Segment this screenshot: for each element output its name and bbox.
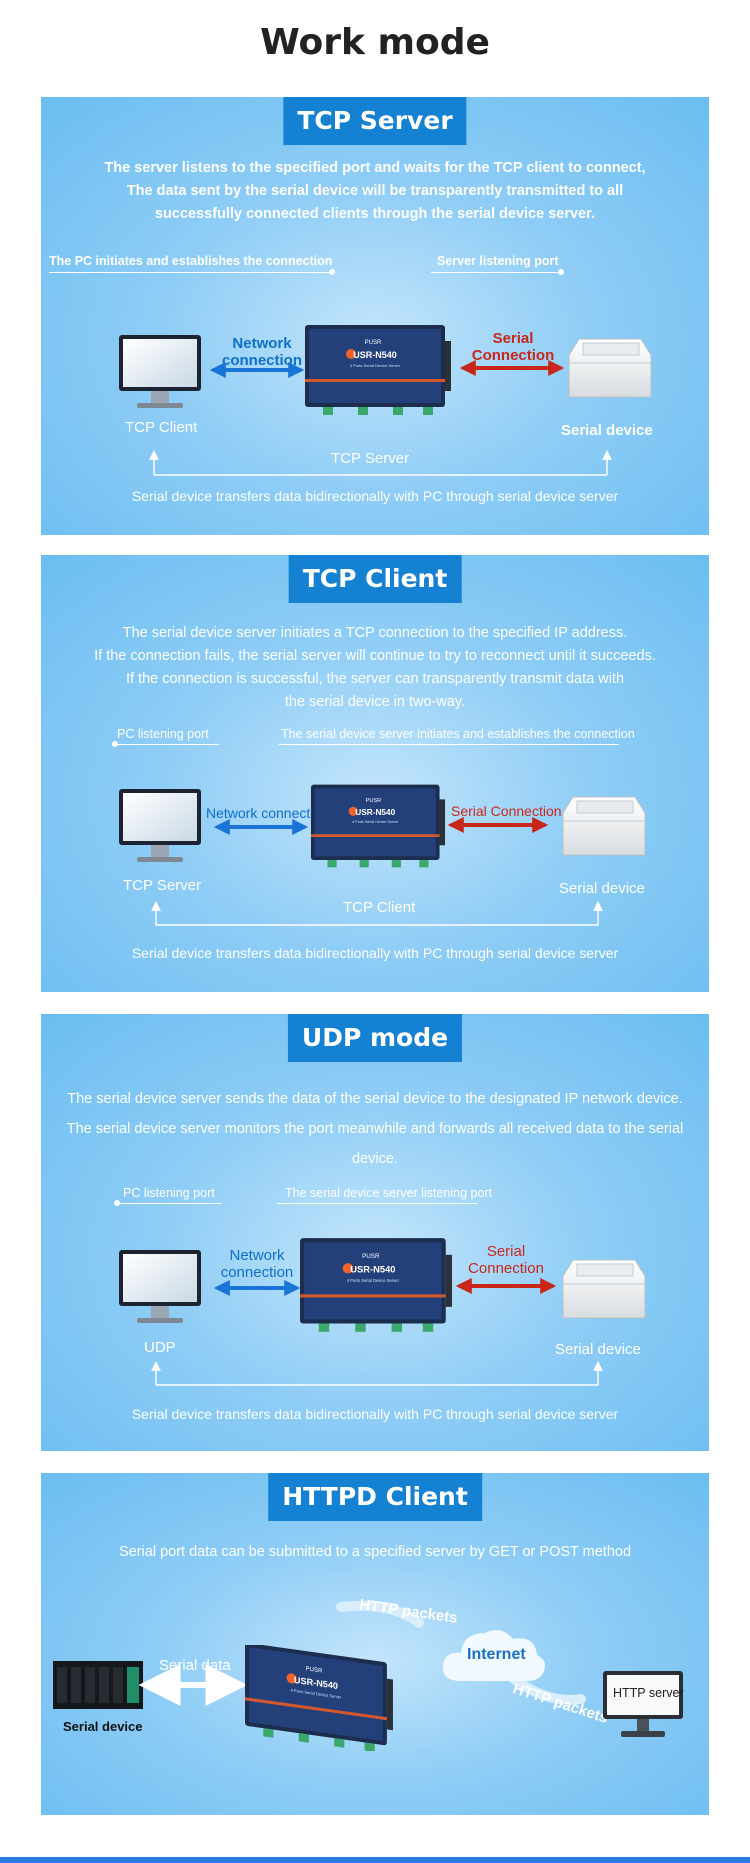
- tag-dot: [329, 269, 335, 275]
- device-server-icon: PUSR USR-N540 4 Ports Serial Device Serv…: [245, 1645, 393, 1751]
- desc-line: The serial device server monitors the po…: [66, 1121, 684, 1167]
- httpd-title: HTTPD Client: [268, 1473, 482, 1521]
- device-model: USR-N540: [353, 350, 397, 360]
- serial-device-label: Serial device: [559, 880, 645, 897]
- serial-device-plc-icon: [53, 1661, 143, 1709]
- tag-dot: [558, 269, 564, 275]
- serial-word: Serial: [492, 330, 534, 347]
- internet-label: Internet: [467, 1646, 526, 1663]
- network-arrow: [151, 817, 603, 926]
- udp-description: The serial device server sends the data …: [51, 1084, 699, 1174]
- udp-panel: UDP mode The serial device server sends …: [41, 1014, 709, 1451]
- device-model: USR-N540: [355, 808, 395, 817]
- bottom-bar: [0, 1857, 750, 1863]
- tag-underline: [115, 744, 219, 745]
- httpd-description: Serial port data can be submitted to a s…: [118, 1544, 632, 1560]
- desc-line: the serial device in two-way.: [284, 694, 466, 710]
- pc-initiates-tag: The PC initiates and establishes the con…: [49, 254, 333, 268]
- serial-printer-icon: [562, 796, 646, 856]
- serial-word: Serial: [486, 1243, 526, 1260]
- device-server-icon: PUSR USR-N540 4 Ports Serial Device Serv…: [300, 1238, 452, 1332]
- server-listening-tag: The serial device server listening port: [285, 1186, 493, 1200]
- tag-underline: [431, 272, 561, 273]
- device-subtitle: 4 Ports Serial Device Server: [352, 820, 399, 824]
- desc-line: The serial device server sends the data …: [67, 1091, 683, 1107]
- tcp-server-bottom-text: Serial device transfers data bidirection…: [131, 488, 619, 504]
- serial-printer-icon: [568, 338, 652, 398]
- udp-bottom-text: Serial device transfers data bidirection…: [131, 1406, 619, 1422]
- desc-line: The serial device server initiates a TCP…: [122, 625, 628, 641]
- pc-listening-tag: PC listening port: [117, 727, 209, 741]
- desc-line: successfully connected clients through t…: [154, 206, 595, 222]
- tcp-server-label: TCP Server: [123, 877, 202, 894]
- page-title: Work mode: [260, 22, 490, 63]
- serial-device-label: Serial device: [63, 1719, 143, 1734]
- desc-line: The server listens to the specified port…: [104, 160, 646, 176]
- connection-word: Connection: [471, 347, 555, 364]
- tcp-client-panel: TCP Client The serial device server init…: [41, 555, 709, 992]
- tcp-server-description: The server listens to the specified port…: [51, 157, 699, 226]
- tag-dot: [114, 1200, 120, 1206]
- tcp-client-label: TCP Client: [125, 419, 198, 436]
- device-model: USR-N540: [350, 1265, 395, 1275]
- device-brand: PUSR: [366, 798, 381, 804]
- udp-label: UDP: [144, 1339, 176, 1356]
- device-brand: PUSR: [362, 1253, 380, 1260]
- tag-underline: [117, 1203, 221, 1204]
- serial-device-label: Serial device: [555, 1341, 641, 1358]
- serial-printer-icon: [562, 1259, 646, 1319]
- tag-underline: [49, 272, 333, 273]
- desc-line: If the connection fails, the serial serv…: [94, 648, 656, 664]
- device-subtitle: 4 Ports Serial Device Server: [347, 1278, 400, 1283]
- serial-connection-label: Serial Connection: [461, 330, 565, 364]
- tcp-server-title: TCP Server: [283, 97, 467, 145]
- tcp-server-bottom-label: TCP Server: [331, 450, 410, 467]
- httpd-panel: HTTPD Client Serial port data can be sub…: [41, 1473, 709, 1815]
- udp-title: UDP mode: [287, 1014, 463, 1062]
- internet-cloud-icon: [442, 1630, 545, 1681]
- network-arrow: [149, 360, 612, 476]
- monitor-icon: [119, 789, 201, 862]
- server-listening-tag: Server listening port: [437, 254, 559, 268]
- network-arrow: [151, 1278, 603, 1386]
- connection-word: connection: [220, 1264, 294, 1281]
- serial-connection-label: Serial Connection: [451, 803, 562, 819]
- pc-listening-tag: PC listening port: [123, 1186, 215, 1200]
- network-word: Network: [232, 335, 292, 352]
- monitor-icon: [119, 335, 201, 408]
- httpd-arrows: [138, 1600, 586, 1706]
- monitor-icon: [119, 1250, 201, 1323]
- tcp-client-title: TCP Client: [288, 555, 462, 603]
- tag-dot: [112, 741, 118, 747]
- http-server-monitor-icon: [603, 1671, 683, 1737]
- serial-connection-label: Serial Connection: [459, 1243, 553, 1277]
- network-connection-label: Network connection: [213, 1247, 301, 1281]
- tcp-client-bottom-label: TCP Client: [343, 899, 416, 916]
- network-connection-label: Network connection: [206, 805, 329, 821]
- desc-line: If the connection is successful, the ser…: [125, 671, 625, 687]
- tag-underline: [279, 744, 619, 745]
- serial-device-label: Serial device: [561, 422, 653, 439]
- connection-word: Connection: [468, 1260, 544, 1277]
- desc-line: The data sent by the serial device will …: [126, 183, 624, 199]
- server-initiates-tag: The serial device server initiates and e…: [281, 727, 635, 741]
- device-server-icon: PUSR USR-N540 4 Ports Serial Device Serv…: [310, 784, 446, 868]
- tcp-client-bottom-text: Serial device transfers data bidirection…: [131, 945, 619, 961]
- tcp-client-description: The serial device server initiates a TCP…: [51, 622, 699, 714]
- http-server-label: HTTP server: [613, 1686, 684, 1700]
- device-server-icon: PUSR USR-N540 4 Ports Serial Device Serv…: [305, 325, 451, 415]
- device-brand: PUSR: [365, 340, 382, 346]
- network-word: Network: [229, 1247, 285, 1264]
- device-brand: PUSR: [306, 1665, 323, 1674]
- tag-underline: [277, 1203, 477, 1204]
- device-subtitle: 4 Ports Serial Device Server: [350, 363, 401, 368]
- tcp-server-panel: TCP Server The server listens to the spe…: [41, 97, 709, 535]
